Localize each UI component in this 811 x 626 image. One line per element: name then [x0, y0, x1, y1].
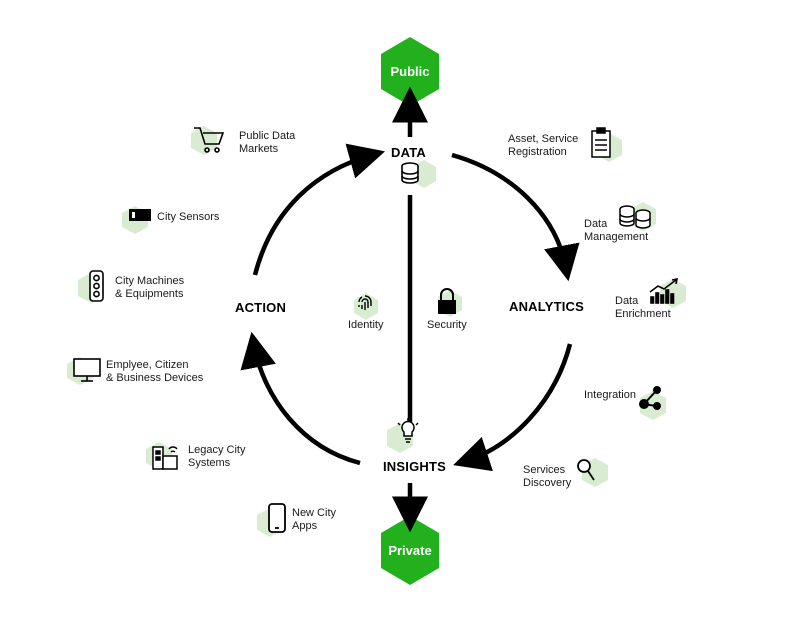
arrow-analytics-to-insights [453, 343, 573, 472]
magnifier-icon [577, 459, 595, 481]
sensor-icon [129, 209, 151, 221]
arrow-insights-to-action [240, 331, 361, 466]
private-label: Private [388, 543, 432, 558]
node-analytics-title: ANALYTICS [509, 299, 584, 314]
public-label: Public [390, 64, 430, 79]
city-machines-label: City Machines & Equipments [115, 275, 185, 300]
network-icon [639, 386, 661, 410]
city-sensors-label: City Sensors [157, 211, 220, 223]
public-data-markets-label: Public Data Markets [239, 130, 296, 155]
security-label: Security [427, 319, 467, 331]
node-data-title: DATA [391, 145, 426, 160]
private-hexagon [381, 516, 439, 585]
fingerprint-icon [358, 295, 372, 310]
arrow-data-to-analytics [451, 152, 580, 282]
database-icon [401, 162, 419, 184]
chart-growth-icon [649, 277, 679, 304]
monitor-icon [73, 358, 101, 382]
devices-label: Emplyee, Citizen & Business Devices [106, 359, 204, 384]
services-discovery-label: Services Discovery [523, 464, 572, 489]
shopping-cart-icon [194, 127, 225, 153]
database-management-icon [619, 205, 651, 229]
traffic-light-icon [89, 270, 104, 302]
building-icon [152, 446, 178, 470]
node-insights-title: INSIGHTS [383, 459, 446, 474]
smartphone-icon [268, 503, 286, 533]
lock-icon [438, 288, 456, 314]
asset-registration-label: Asset, Service Registration [508, 133, 579, 158]
hex-backgrounds [67, 126, 686, 537]
arrows [240, 86, 580, 533]
hex-bg-identity [354, 293, 378, 320]
data-management-label: Data Management [584, 218, 649, 243]
clipboard-icon [591, 127, 611, 158]
data-enrichment-label: Data Enrichment [615, 295, 671, 320]
arrow-action-to-data [252, 143, 386, 276]
new-city-apps-label: New City Apps [292, 507, 337, 532]
node-action-title: ACTION [235, 300, 287, 315]
lightbulb-icon [397, 418, 419, 443]
legacy-systems-label: Legacy City Systems [188, 444, 246, 469]
integration-label: Integration [584, 389, 636, 401]
identity-label: Identity [348, 319, 384, 331]
